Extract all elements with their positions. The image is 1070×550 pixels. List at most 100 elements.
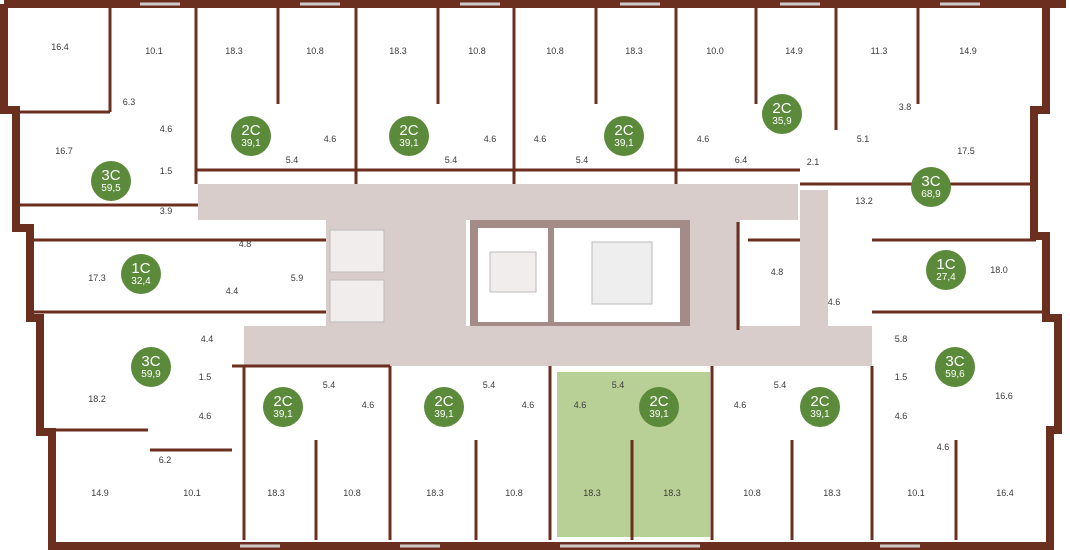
room-area: 10.1	[145, 46, 163, 56]
apartment-area: 59,9	[141, 369, 161, 380]
room-area: 4.6	[936, 442, 950, 452]
room-area: 5.4	[773, 380, 787, 390]
room-area: 10.8	[343, 488, 361, 498]
room-area: 5.4	[285, 155, 299, 165]
room-area: 18.3	[663, 488, 681, 498]
room-area: 6.2	[158, 455, 172, 465]
room-area: 4.8	[770, 267, 784, 277]
room-area: 1.5	[198, 372, 212, 382]
room-area: 2.1	[806, 157, 820, 167]
interior-walls	[18, 8, 1046, 540]
room-area: 5.1	[856, 134, 870, 144]
room-area: 10.8	[546, 46, 564, 56]
room-area: 4.6	[894, 411, 908, 421]
apartment-area: 35,9	[772, 116, 792, 127]
room-area: 10.8	[743, 488, 761, 498]
room-area: 14.9	[959, 46, 977, 56]
room-area: 4.6	[827, 297, 841, 307]
room-area: 1.5	[159, 166, 173, 176]
apartment-type: 3С	[945, 353, 965, 370]
apartment-type: 2С	[434, 393, 454, 410]
corridor	[198, 184, 872, 366]
apartment-area: 39,1	[434, 409, 454, 420]
apartment-type: 2С	[399, 122, 419, 139]
apartment-type: 2С	[810, 393, 830, 410]
room-area: 18.2	[88, 394, 106, 404]
room-area: 16.6	[995, 391, 1013, 401]
apartment-area: 39,1	[273, 409, 293, 420]
room-area: 5.4	[611, 380, 625, 390]
room-area: 3.9	[159, 206, 173, 216]
room-area: 18.0	[990, 265, 1008, 275]
apartment-area: 39,1	[399, 138, 419, 149]
apartment-type: 1С	[131, 260, 151, 277]
room-area: 5.4	[444, 155, 458, 165]
apartment-type: 3С	[921, 173, 941, 190]
room-area: 10.1	[183, 488, 201, 498]
room-area: 5.9	[290, 273, 304, 283]
room-area: 18.3	[426, 488, 444, 498]
apartment-type: 2С	[273, 393, 293, 410]
room-area: 4.6	[533, 134, 547, 144]
room-area: 4.6	[483, 134, 497, 144]
room-area: 16.4	[996, 488, 1014, 498]
room-area: 6.3	[122, 97, 136, 107]
apartment-area: 59,5	[101, 183, 121, 194]
room-area: 14.9	[91, 488, 109, 498]
apartment-type: 2С	[241, 122, 261, 139]
room-area: 18.3	[583, 488, 601, 498]
apartment-type: 2С	[649, 393, 669, 410]
room-area: 13.2	[855, 196, 873, 206]
room-area: 4.6	[696, 134, 710, 144]
room-area: 18.3	[389, 46, 407, 56]
room-area: 10.8	[306, 46, 324, 56]
apartment-type: 2С	[772, 100, 792, 117]
apartment-area: 68,9	[921, 189, 941, 200]
room-area: 4.6	[361, 400, 375, 410]
room-area: 18.3	[823, 488, 841, 498]
room-area: 17.5	[957, 146, 975, 156]
apartment-area: 32,4	[131, 276, 151, 287]
apartment-type: 2С	[614, 122, 634, 139]
apartment-area: 39,1	[649, 409, 669, 420]
room-area: 5.4	[482, 380, 496, 390]
room-area: 4.6	[573, 400, 587, 410]
room-area: 10.1	[907, 488, 925, 498]
core	[329, 220, 690, 326]
apartment-type: 3С	[101, 167, 121, 184]
room-area: 4.4	[200, 334, 214, 344]
apartment-area: 39,1	[810, 409, 830, 420]
window-marks	[140, 2, 980, 548]
apartment-area: 39,1	[241, 138, 261, 149]
apartment-area: 39,1	[614, 138, 634, 149]
room-area: 10.8	[505, 488, 523, 498]
room-area: 5.4	[322, 380, 336, 390]
room-area: 5.8	[894, 334, 908, 344]
apartment-area: 59,6	[945, 369, 965, 380]
room-area: 4.6	[521, 400, 535, 410]
room-area: 17.3	[88, 273, 106, 283]
apartment-area: 27,4	[936, 272, 956, 283]
room-area: 18.3	[267, 488, 285, 498]
room-area: 10.8	[468, 46, 486, 56]
room-area: 10.0	[706, 46, 724, 56]
apartment-type: 1С	[936, 256, 956, 273]
room-area: 14.9	[785, 46, 803, 56]
